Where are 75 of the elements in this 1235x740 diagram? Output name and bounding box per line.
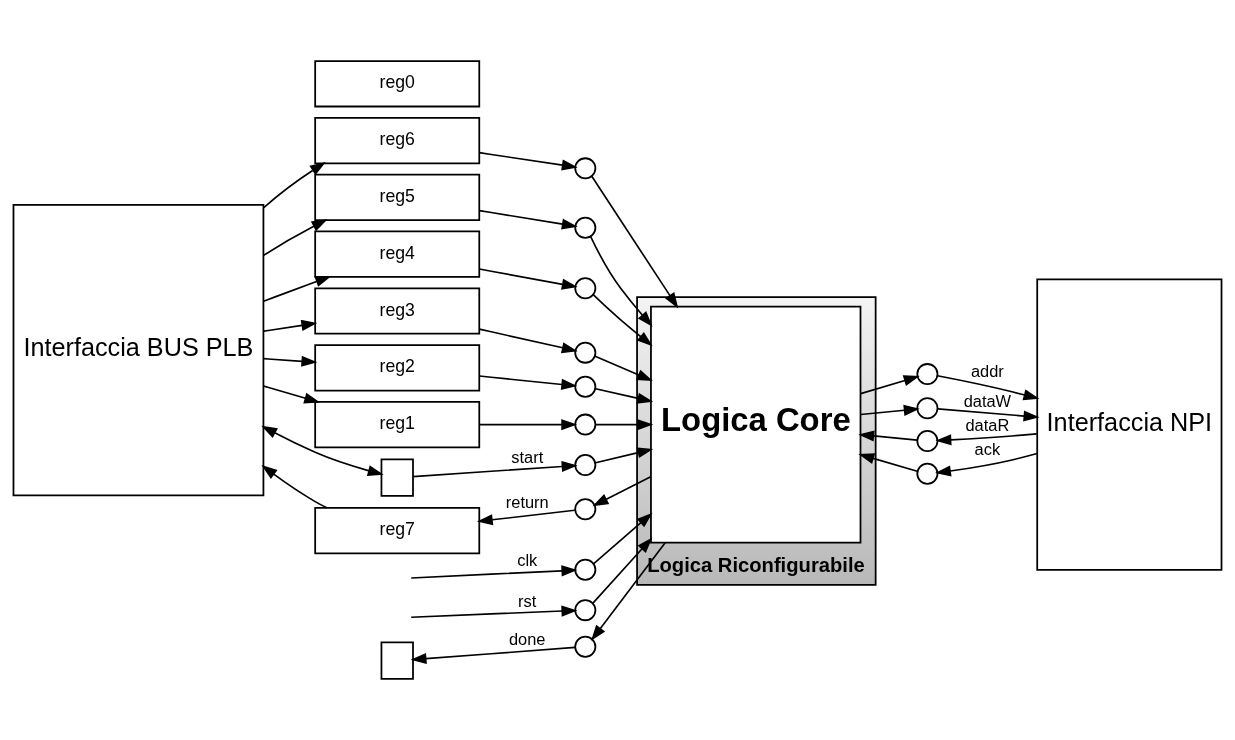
node-box: reg1 [314,401,481,449]
node-box: reg7 [314,507,481,555]
node-circle [574,157,597,180]
arrow [594,355,653,382]
arrow [261,425,384,477]
node-box: reg5 [314,173,481,221]
node-box: Logica Core [650,305,862,544]
arrow [858,453,919,473]
arrow [262,276,332,303]
arrow [935,433,1038,446]
arrow [478,209,578,230]
node-box: reg2 [314,344,481,392]
node-circle [916,430,939,452]
arrow [592,512,653,565]
arrow [410,646,576,665]
arrow [262,355,318,367]
arrow [936,374,1040,401]
arrow [594,419,654,431]
arrow [592,537,653,604]
arrow [262,219,328,257]
arrow [263,162,326,209]
node-box: reg4 [314,230,481,278]
arrow [261,464,328,509]
arrow [476,509,576,526]
node-circle [574,216,597,239]
arrow [262,385,321,404]
node-circle [574,413,597,436]
arrow [594,387,654,404]
node-box: reg3 [314,287,481,335]
edge-label: dataR [965,416,1010,435]
node-circle [574,454,597,476]
arrow [592,293,653,347]
node-box: Interfaccia BUS PLB [12,204,265,497]
arrow [859,404,920,416]
arrow [591,541,666,641]
arrow [590,175,679,309]
arrow [594,447,654,464]
node-circle [916,397,939,420]
node-box: Interfaccia NPI [1036,278,1223,571]
node-circle [574,635,597,658]
node-box [380,641,414,680]
node-box [380,458,414,497]
node-circle [574,558,597,581]
arrow [592,476,652,507]
arrow [262,319,318,332]
arrow [410,605,578,619]
arrow [935,452,1038,477]
arrow [478,419,578,431]
arrow [412,460,578,478]
edge-label: return [505,493,549,512]
arrow [478,375,578,390]
arrow [410,565,578,579]
edge-label: addr [970,362,1004,381]
node-circle [916,462,939,485]
arrow [478,268,578,290]
edge-label: ack [974,440,1001,459]
arrow [478,328,578,354]
arrow [478,151,578,171]
node-circle [574,375,597,398]
arrow [858,430,919,442]
arrow [936,408,1040,422]
node-circle [574,277,597,300]
edge-label: rst [518,591,537,610]
node-box: reg6 [314,116,481,165]
node-circle [574,498,597,521]
edge-label: done [508,629,546,648]
edge-label: dataW [963,392,1012,411]
node-circle [916,363,939,386]
node-circle [574,599,597,622]
arrow [589,235,653,327]
node-box: reg0 [314,60,481,108]
node-circle [574,341,597,364]
arrow [859,375,920,395]
edge-label: start [511,447,544,466]
edge-label: clk [517,551,538,570]
